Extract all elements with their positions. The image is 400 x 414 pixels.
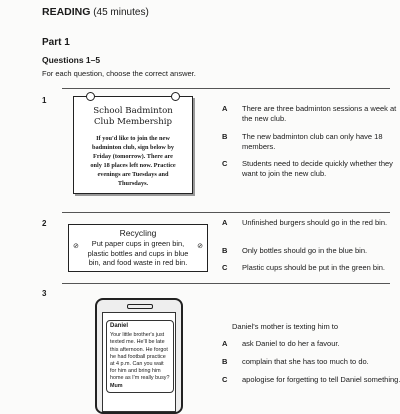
questions-range: Questions 1–5 <box>42 55 101 65</box>
phone-speaker-icon <box>127 304 153 309</box>
screw-icon: ⊘ <box>197 243 203 250</box>
mobile-phone: Daniel Your little brother's just texted… <box>95 298 183 414</box>
message-sender: Daniel <box>110 323 129 329</box>
badminton-notice: School Badminton Club Membership If you'… <box>73 92 193 194</box>
screw-icon: ⊘ <box>73 243 79 250</box>
question-divider <box>62 283 390 284</box>
instruction-text: For each question, choose the correct an… <box>42 69 196 78</box>
q3-stem: Daniel's mother is texting him to <box>232 322 339 331</box>
pushpin-icon <box>171 92 180 101</box>
notice-title: School Badminton Club Membership <box>93 106 173 127</box>
section-duration: (45 minutes) <box>93 7 149 18</box>
section-header: READING (45 minutes) <box>42 6 149 18</box>
text-message: Daniel Your little brother's just texted… <box>106 320 174 393</box>
section-title: READING <box>42 6 91 18</box>
question-divider <box>62 88 390 89</box>
message-body: Your little brother's just texted me. He… <box>110 332 170 382</box>
question-divider <box>62 212 390 213</box>
sign-body: Put paper cups in green bin, plastic bot… <box>87 239 189 268</box>
notice-body: If you'd like to join the new badminton … <box>90 135 176 187</box>
phone-screen: Daniel Your little brother's just texted… <box>102 312 176 412</box>
exam-page: { "header": { "title": "READING", "durat… <box>42 6 400 414</box>
sign-title: Recycling <box>119 228 157 238</box>
question-number-2: 2 <box>42 219 47 228</box>
question-number-1: 1 <box>42 96 47 105</box>
part-heading: Part 1 <box>42 37 70 48</box>
question-number-3: 3 <box>42 289 47 298</box>
message-signoff: Mum <box>110 382 123 389</box>
recycling-sign: Recycling ⊘ ⊘ Put paper cups in green bi… <box>68 224 208 272</box>
pushpin-icon <box>86 92 95 101</box>
